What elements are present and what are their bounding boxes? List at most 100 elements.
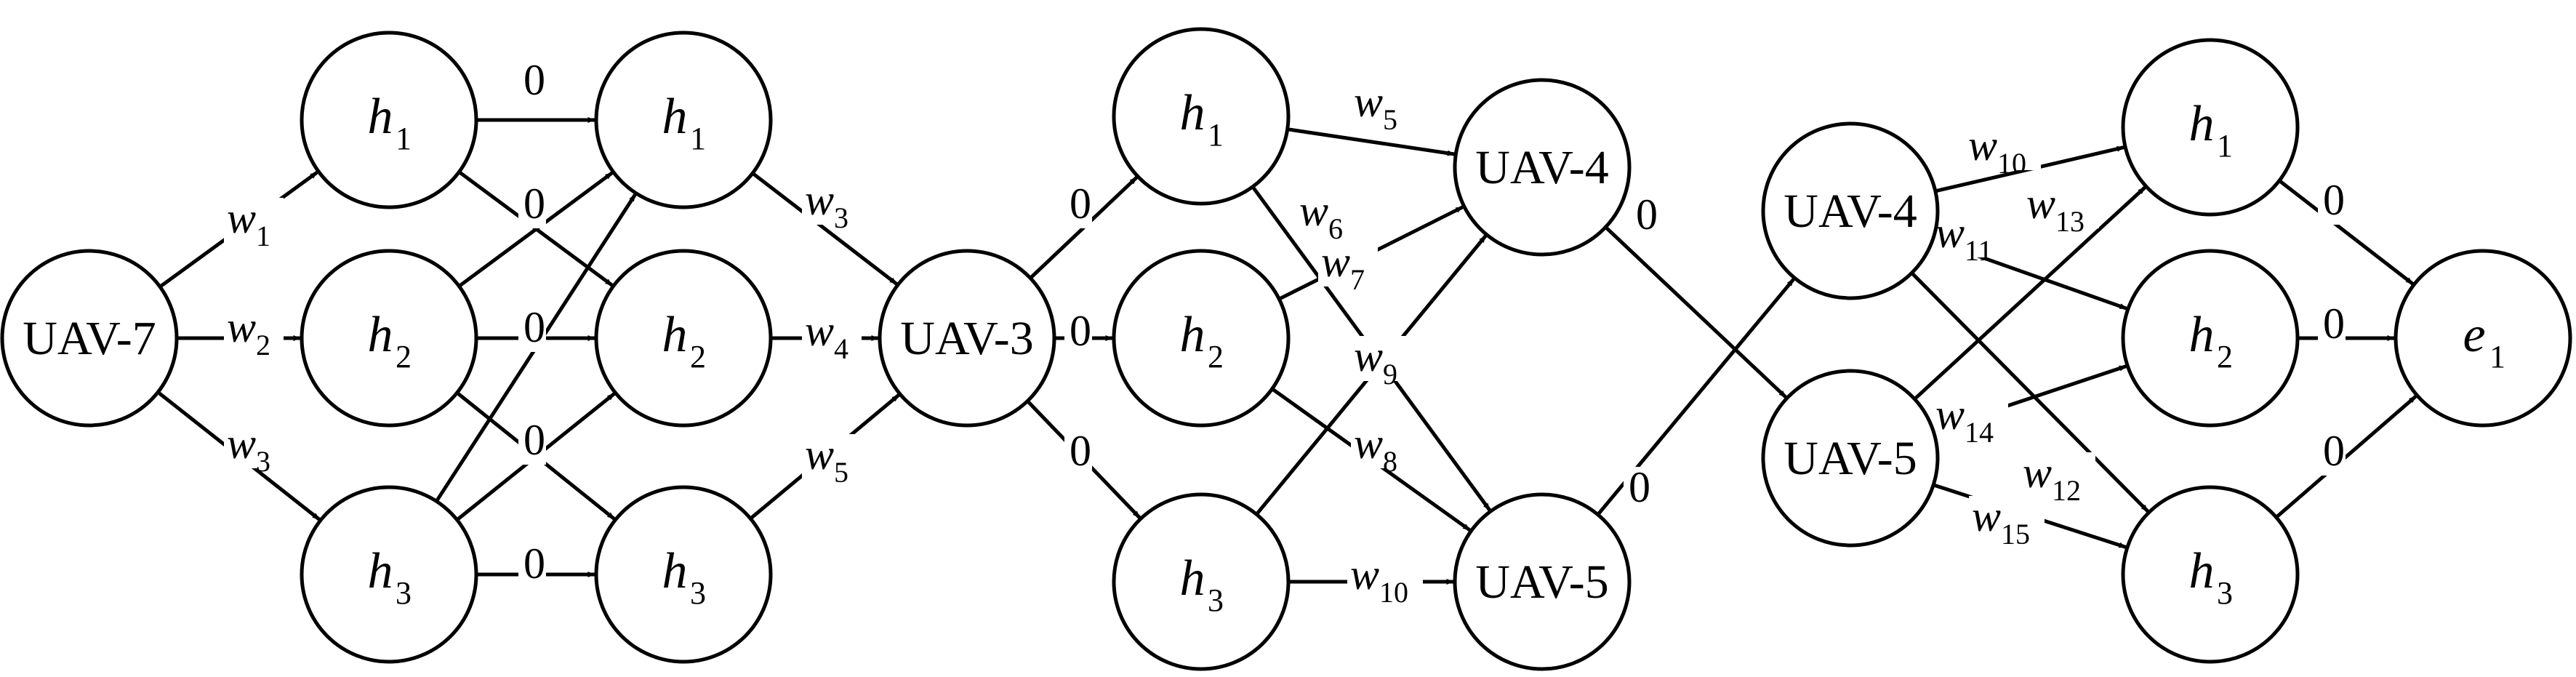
node-label: h [1180, 85, 1205, 141]
edge-label: 0 [1064, 427, 1092, 476]
node-label: h [662, 543, 688, 599]
edge-label-subscript: 14 [1965, 416, 1994, 449]
node-label-subscript: 3 [2217, 575, 2233, 611]
node-circle [878, 249, 1056, 428]
edge-label-text: w [1354, 332, 1383, 380]
node-circle [1761, 369, 1940, 548]
edge-label-subscript: 5 [1383, 103, 1397, 136]
node-circle [300, 31, 478, 209]
node-circle [0, 249, 179, 428]
edge-label-text: w [2023, 449, 2052, 497]
edge-label-text: 0 [1070, 307, 1091, 355]
node-circle [1112, 492, 1291, 671]
edge-label-text: w [1935, 390, 1965, 438]
node-label-subscript: 2 [2217, 339, 2233, 374]
node-label: h [2189, 543, 2215, 599]
node-label: h [368, 543, 393, 599]
node-label: h [1180, 307, 1205, 363]
edge-b1-to-u3 [751, 172, 898, 286]
edge-a2-to-b1 [457, 171, 614, 288]
node-label-subscript: 1 [1208, 117, 1224, 153]
edge-label: 0 [1631, 191, 1658, 239]
edge-label-subscript: 3 [834, 201, 848, 234]
edge-label: 0 [1064, 307, 1092, 356]
edge-label-subscript: 11 [1965, 234, 1993, 267]
node-circle [594, 485, 773, 664]
edge-label: 0 [518, 540, 546, 588]
node-s: UAV-7 [0, 249, 179, 428]
node-label-subscript: 1 [690, 121, 706, 156]
edge-label-text: w [2026, 180, 2055, 228]
node-circle [2394, 249, 2572, 428]
edge-label: 0 [1624, 463, 1651, 512]
node-label-subscript: 2 [396, 339, 412, 374]
edge-label-text: 0 [1629, 463, 1650, 511]
edge-label-subscript: 2 [256, 329, 270, 361]
edge-label-subscript: 10 [1997, 147, 2026, 180]
edge-u5b-to-d1 [1913, 185, 2146, 401]
node-u3: UAV-3 [878, 249, 1056, 428]
node-circle [1453, 492, 1632, 671]
node-label: h [662, 89, 688, 145]
node-circle [300, 249, 478, 428]
edge-label-subscript: 12 [2052, 474, 2081, 507]
node-label-subscript: 3 [396, 575, 412, 611]
edge-label-text: 0 [1070, 427, 1091, 475]
edge-label-text: w [1972, 492, 2001, 540]
edge-label-subscript: 7 [1350, 263, 1365, 296]
edge-label-text: 0 [2323, 176, 2345, 224]
node-label-subscript: 3 [1208, 582, 1224, 618]
edge-label-text: 0 [523, 540, 545, 588]
node-label: h [2189, 307, 2215, 363]
edge-label-text: 0 [523, 416, 545, 464]
node-label: UAV-7 [23, 312, 156, 365]
node-circle [594, 249, 773, 428]
edge-d1-to-e [2278, 179, 2415, 286]
node-label: e [2463, 307, 2485, 363]
edge-label-text: 0 [2323, 300, 2345, 348]
node-circle [1453, 78, 1632, 257]
node-circle [2121, 38, 2300, 217]
node-circle [2121, 485, 2300, 664]
node-circle [1761, 121, 1940, 300]
node-label-subscript: 2 [1208, 339, 1224, 374]
node-label: h [2189, 96, 2215, 152]
edge-label: 0 [2318, 300, 2346, 348]
node-u5a: UAV-5 [1453, 492, 1632, 671]
edge-label-subscript: 15 [2001, 518, 2030, 550]
node-label-subscript: 1 [396, 121, 412, 156]
edge-label-text: 0 [523, 56, 545, 104]
node-label-subscript: 2 [690, 339, 706, 374]
node-label-subscript: 3 [690, 575, 706, 611]
edge-label-subscript: 13 [2055, 205, 2085, 238]
edge-label: 0 [518, 416, 546, 465]
edge-label-text: w [227, 194, 256, 242]
node-label: h [368, 307, 393, 363]
edge-c1-to-u4a [1287, 127, 1455, 156]
node-label: UAV-3 [900, 312, 1033, 365]
node-label: h [368, 89, 393, 145]
edge-label-text: 0 [1070, 180, 1091, 228]
